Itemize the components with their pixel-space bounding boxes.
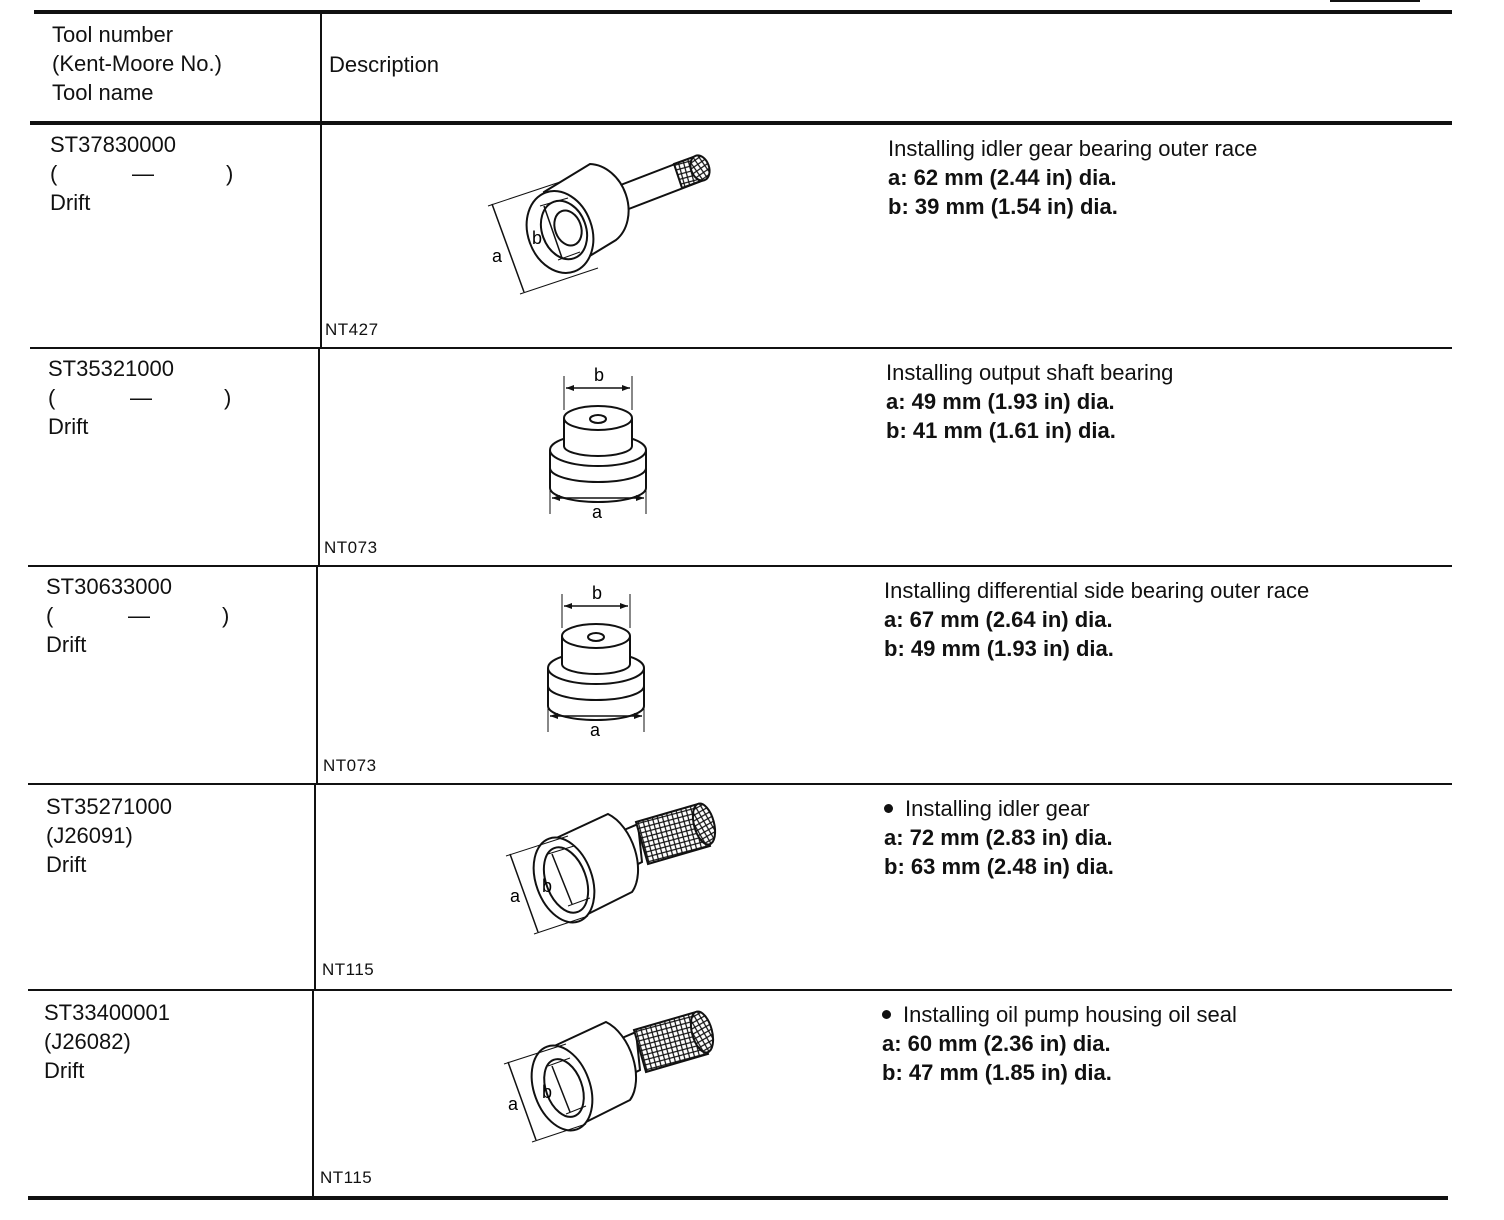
svg-text:b: b [592,583,602,603]
description-text: Installing idler gear bearing outer race [888,136,1258,161]
drift-tool-angled-icon: a b [448,144,748,304]
table-row: ST37830000 ( — ) Drift [28,122,1452,348]
table-row: ST30633000 ( — ) Drift b [28,566,1452,784]
drift-tool-knurled-icon: a b [458,800,728,950]
row-separator [28,783,1452,785]
row-separator [28,565,1452,567]
description: Installing oil pump housing oil seal a: … [882,1000,1237,1087]
kent-moore-number: (J26091) [46,823,133,848]
tool-name: Drift [44,1058,85,1083]
svg-text:a: a [590,720,601,740]
kent-moore-number: ( — ) [50,161,234,186]
tool-info: ST30633000 ( — ) Drift [46,572,246,659]
column-divider [312,990,314,1198]
bullet-icon [882,1009,891,1019]
table-bottom-rule [28,1196,1448,1200]
spec-b: b: 49 mm (1.93 in) dia. [884,636,1114,661]
svg-text:a: a [508,1094,519,1114]
figure-code: NT427 [325,320,379,339]
tool-number: ST37830000 [50,132,176,157]
tool-info: ST35271000 (J26091) Drift [46,792,246,879]
header-separator [30,121,1452,125]
spec-a: a: 72 mm (2.83 in) dia. [884,825,1113,850]
description: Installing idler gear a: 72 mm (2.83 in)… [884,794,1114,881]
description-text: Installing differential side bearing out… [884,578,1310,603]
figure-code: NT073 [323,756,377,775]
description-text: Installing oil pump housing oil seal [882,1000,1237,1029]
table-row: ST35321000 ( — ) Drift b [28,348,1452,566]
svg-text:b: b [532,228,542,248]
tool-name: Drift [46,632,87,657]
kent-moore-number: (J26082) [44,1029,131,1054]
table-top-rule [34,10,1452,14]
tool-number: ST35321000 [48,356,174,381]
description: Installing differential side bearing out… [884,576,1309,663]
table-row: ST33400001 (J26082) Drift [28,990,1452,1198]
tool-info: ST35321000 ( — ) Drift [48,354,248,441]
header-description: Description [329,52,440,77]
corner-mark [1330,0,1420,2]
header-kent-moore-no: (Kent-Moore No.) [52,51,222,76]
table-row: ST35271000 (J26091) Drift [28,784,1452,990]
svg-text:b: b [542,876,552,896]
svg-text:a: a [492,246,503,266]
kent-moore-number: ( — ) [48,385,232,410]
spec-a: a: 60 mm (2.36 in) dia. [882,1031,1111,1056]
spec-b: b: 47 mm (1.85 in) dia. [882,1060,1112,1085]
spec-b: b: 63 mm (2.48 in) dia. [884,854,1114,879]
drift-tool-knurled-icon: a b [456,1008,726,1158]
tool-number: ST30633000 [46,574,172,599]
tool-info: ST33400001 (J26082) Drift [44,998,244,1085]
figure-code: NT073 [324,538,378,557]
drift-tool-upright-icon: b a [540,362,660,522]
description-text: Installing output shaft bearing [886,360,1174,385]
description: Installing idler gear bearing outer race… [888,134,1257,221]
column-divider [320,12,322,348]
column-divider [316,566,318,784]
figure-code: NT115 [322,960,375,979]
spec-a: a: 62 mm (2.44 in) dia. [888,165,1117,190]
header-tool-number: Tool number [52,22,174,47]
column-divider [314,784,316,990]
kent-moore-number: ( — ) [46,603,230,628]
tool-table: Tool number (Kent-Moore No.) Tool name D… [28,0,1452,1220]
tool-name: Drift [48,414,89,439]
svg-text:a: a [510,886,521,906]
row-separator [30,347,1452,349]
tool-info: ST37830000 ( — ) Drift [50,130,250,217]
column-divider [318,348,320,566]
spec-b: b: 39 mm (1.54 in) dia. [888,194,1118,219]
tool-name: Drift [46,852,87,877]
tool-number: ST35271000 [46,794,172,819]
tool-number: ST33400001 [44,1000,170,1025]
description: Installing output shaft bearing a: 49 mm… [886,358,1173,445]
description-text: Installing idler gear [884,794,1114,823]
header-tool-column: Tool number (Kent-Moore No.) Tool name [52,20,222,107]
svg-text:b: b [542,1082,552,1102]
spec-b: b: 41 mm (1.61 in) dia. [886,418,1116,443]
spec-a: a: 49 mm (1.93 in) dia. [886,389,1115,414]
svg-text:a: a [592,502,603,522]
bullet-icon [884,803,893,813]
spec-a: a: 67 mm (2.64 in) dia. [884,607,1113,632]
header-tool-name: Tool name [52,80,154,105]
svg-text:b: b [594,365,604,385]
drift-tool-upright-icon: b a [538,580,658,740]
row-separator [28,989,1452,991]
tool-name: Drift [50,190,91,215]
figure-code: NT115 [320,1168,373,1187]
